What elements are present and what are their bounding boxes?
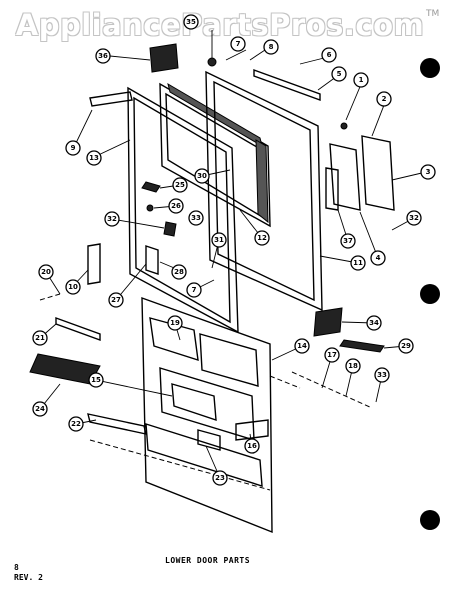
svg-text:33: 33	[191, 214, 201, 222]
callout-29: 29	[398, 338, 414, 354]
svg-text:21: 21	[35, 334, 45, 342]
door-liner	[141, 296, 273, 534]
svg-text:13: 13	[89, 154, 99, 162]
svg-text:7: 7	[236, 40, 241, 48]
svg-text:36: 36	[98, 52, 108, 60]
callout-33-lower: 33	[374, 367, 390, 383]
callout-14: 14	[294, 338, 310, 354]
svg-text:16: 16	[247, 442, 257, 450]
svg-text:24: 24	[35, 405, 45, 413]
svg-text:25: 25	[175, 181, 185, 189]
svg-text:20: 20	[41, 268, 51, 276]
callout-17: 17	[324, 347, 340, 363]
callout-19: 19	[167, 315, 183, 331]
svg-text:30: 30	[197, 172, 207, 180]
callout-20: 20	[38, 264, 54, 280]
callout-5: 5	[331, 66, 347, 82]
callout-2: 2	[376, 91, 392, 107]
svg-text:2: 2	[382, 95, 387, 103]
callout-6: 6	[321, 47, 337, 63]
site-watermark: AppliancePartsPros.com	[15, 8, 425, 42]
callout-30: 30	[194, 168, 210, 184]
svg-text:15: 15	[91, 376, 101, 384]
revision-label: REV. 2	[14, 573, 43, 582]
svg-text:29: 29	[401, 342, 411, 350]
outer-door-panel	[205, 70, 323, 312]
callout-18: 18	[345, 358, 361, 374]
callout-15: 15	[88, 372, 104, 388]
callout-27: 27	[108, 292, 124, 308]
callout-25: 25	[172, 177, 188, 193]
page-number: 8	[14, 563, 19, 572]
svg-text:33: 33	[377, 371, 387, 379]
svg-text:3: 3	[426, 168, 431, 176]
trademark-mark: TM	[426, 9, 440, 19]
callout-21: 21	[32, 330, 48, 346]
diagram-caption: LOWER DOOR PARTS	[165, 556, 251, 565]
callout-24: 24	[32, 401, 48, 417]
callout-26: 26	[168, 198, 184, 214]
callout-11: 11	[350, 255, 366, 271]
callout-1: 1	[353, 72, 369, 88]
svg-text:10: 10	[68, 283, 78, 291]
svg-text:23: 23	[215, 474, 225, 482]
svg-text:22: 22	[71, 420, 81, 428]
svg-text:37: 37	[343, 237, 353, 245]
callout-28: 28	[171, 264, 187, 280]
callout-32-upper: 32	[104, 211, 120, 227]
callout-3: 3	[420, 164, 436, 180]
callout-7: 7	[230, 36, 246, 52]
svg-text:5: 5	[337, 70, 342, 78]
callout-12: 12	[254, 230, 270, 246]
svg-text:11: 11	[353, 259, 363, 267]
svg-text:12: 12	[257, 234, 267, 242]
callout-36: 36	[95, 48, 111, 64]
callout-8: 8	[263, 39, 279, 55]
callout-34-right: 34	[366, 315, 382, 331]
svg-text:27: 27	[111, 296, 121, 304]
svg-text:6: 6	[327, 51, 332, 59]
svg-text:17: 17	[327, 351, 337, 359]
callout-23: 23	[212, 470, 228, 486]
callout-22: 22	[68, 416, 84, 432]
svg-text:7: 7	[192, 286, 197, 294]
callout-16: 16	[244, 438, 260, 454]
callout-37: 37	[340, 233, 356, 249]
callout-31: 31	[211, 232, 227, 248]
small-parts	[29, 181, 385, 451]
svg-text:18: 18	[348, 362, 358, 370]
callout-4: 4	[370, 250, 386, 266]
callout-leader-lines	[39, 49, 427, 479]
callout-10: 10	[65, 279, 81, 295]
binder-hole-bottom	[420, 510, 440, 530]
svg-text:9: 9	[71, 144, 76, 152]
svg-text:32: 32	[409, 214, 419, 222]
svg-text:8: 8	[269, 43, 274, 51]
callout-9: 9	[65, 140, 81, 156]
svg-text:26: 26	[171, 202, 181, 210]
svg-text:4: 4	[376, 254, 381, 262]
svg-text:35: 35	[186, 18, 196, 26]
svg-text:1: 1	[359, 76, 364, 84]
svg-text:19: 19	[170, 319, 180, 327]
svg-text:32: 32	[107, 215, 117, 223]
top-hinge-parts	[149, 30, 217, 73]
callout-32-right: 32	[406, 210, 422, 226]
alignment-lines	[39, 293, 373, 491]
svg-text:28: 28	[174, 268, 184, 276]
callout-33: 33	[188, 210, 204, 226]
svg-text:14: 14	[297, 342, 307, 350]
svg-text:31: 31	[214, 236, 224, 244]
callout-35: 35	[183, 14, 199, 30]
hinge-brackets	[325, 122, 395, 211]
callout-13: 13	[86, 150, 102, 166]
binder-hole-middle	[420, 284, 440, 304]
trim-strip	[253, 69, 321, 101]
binder-hole-top	[420, 58, 440, 78]
callout-7-lower: 7	[186, 282, 202, 298]
svg-text:34: 34	[369, 319, 379, 327]
